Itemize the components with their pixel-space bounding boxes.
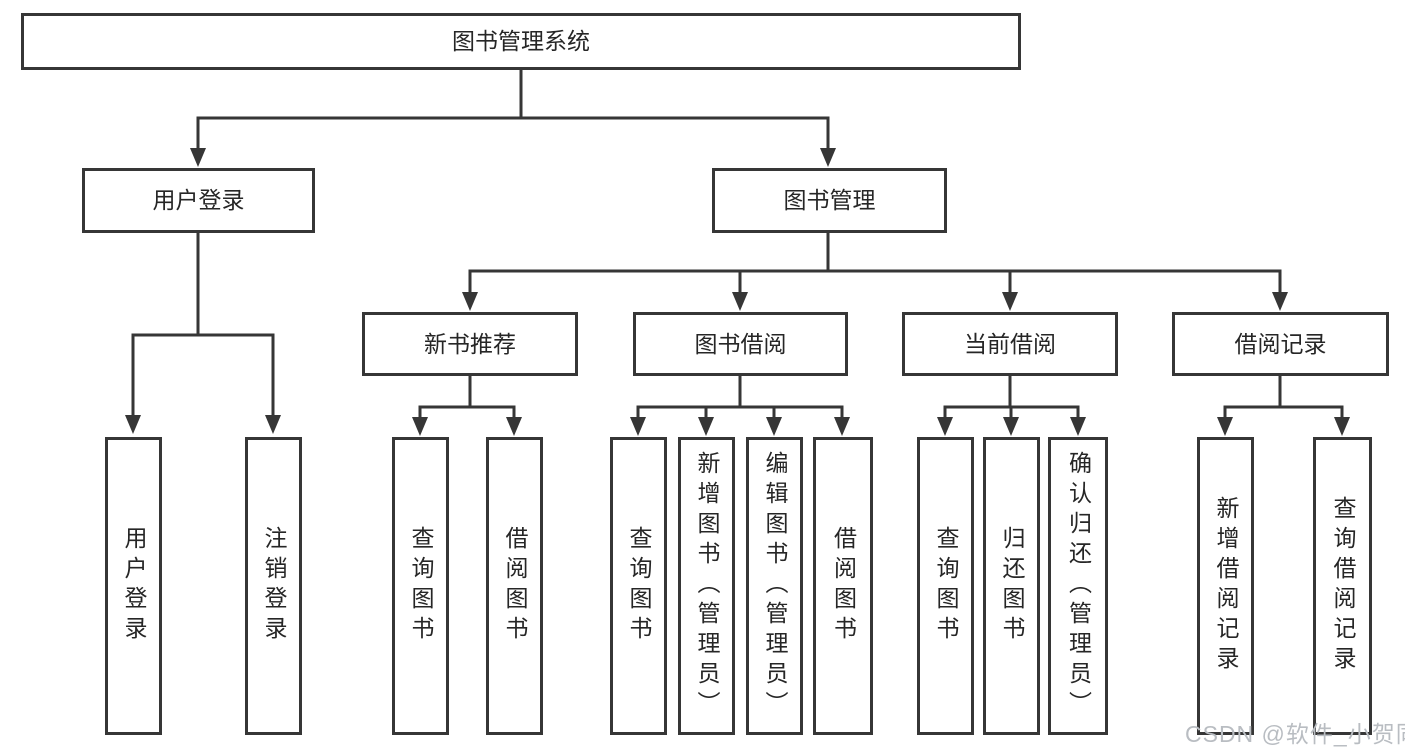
node-root-library-system: 图书管理系统 <box>21 13 1021 70</box>
node-leaf-borrow-books-recommend: 借阅图书 <box>486 437 543 735</box>
node-leaf-edit-books-admin: 编辑图书（管理员） <box>746 437 803 735</box>
node-book-borrowing: 图书借阅 <box>633 312 848 376</box>
node-new-book-recommend: 新书推荐 <box>362 312 578 376</box>
node-leaf-borrow-books: 借阅图书 <box>813 437 873 735</box>
node-leaf-logout: 注销登录 <box>245 437 302 735</box>
node-leaf-query-books-borrow: 查询图书 <box>610 437 667 735</box>
node-leaf-user-login: 用户登录 <box>105 437 162 735</box>
node-borrowing-records: 借阅记录 <box>1172 312 1389 376</box>
node-leaf-query-borrow-record: 查询借阅记录 <box>1313 437 1372 735</box>
node-leaf-query-books-recommend: 查询图书 <box>392 437 449 735</box>
node-leaf-add-books-admin: 新增图书（管理员） <box>678 437 735 735</box>
node-book-management-branch: 图书管理 <box>712 168 947 233</box>
csdn-watermark: CSDN @软件_小贺同学 <box>1185 721 1405 747</box>
node-leaf-add-borrow-record: 新增借阅记录 <box>1197 437 1254 735</box>
node-user-login-branch: 用户登录 <box>82 168 315 233</box>
node-leaf-query-books-current: 查询图书 <box>917 437 974 735</box>
arrowheads <box>125 148 1350 436</box>
node-leaf-confirm-return-admin: 确认归还（管理员） <box>1048 437 1108 735</box>
node-current-borrowing: 当前借阅 <box>902 312 1118 376</box>
node-leaf-return-books: 归还图书 <box>983 437 1040 735</box>
